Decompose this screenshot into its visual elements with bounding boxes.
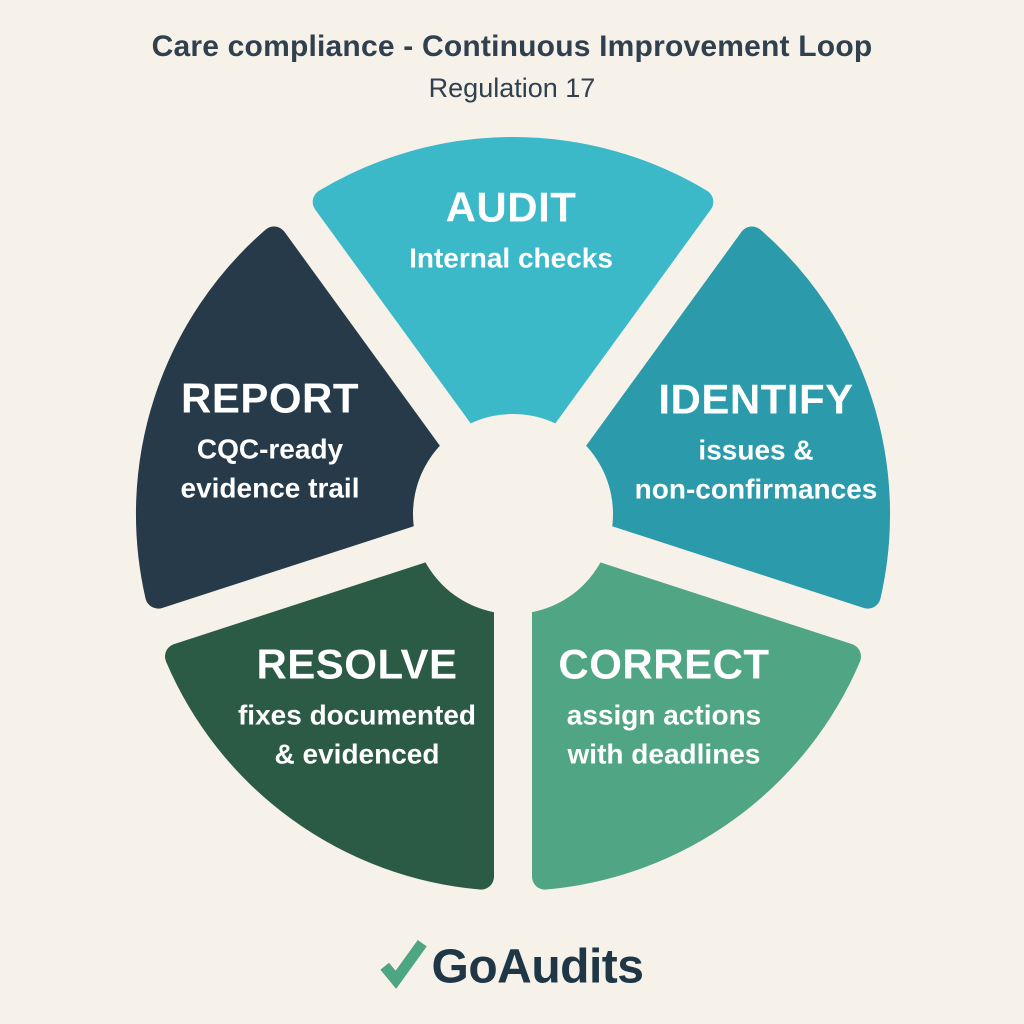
segment-audit-label: AUDIT: [445, 183, 577, 231]
segment-correct-subline-1: assign actions: [566, 699, 762, 731]
segment-resolve-text: RESOLVE fixes documented & evidenced: [238, 642, 476, 773]
segment-audit-text: AUDIT Internal checks: [409, 183, 613, 279]
segment-resolve-subline-1: fixes documented: [237, 699, 477, 731]
segment-audit-subline-1: Internal checks: [409, 242, 613, 274]
checkmark-stroke: [380, 939, 427, 989]
segment-report-subline-2: evidence trail: [180, 472, 360, 504]
segment-resolve-subline-2: & evidenced: [274, 738, 440, 770]
segment-report-shape: [135, 226, 471, 609]
segment-resolve-label: RESOLVE: [256, 640, 458, 688]
segment-report-text: REPORT CQC-ready evidence trail: [181, 376, 360, 507]
segment-correct-shape: [532, 546, 861, 890]
wheel-center-hole: [413, 414, 613, 614]
segment-report-subline-1: CQC-ready: [196, 433, 344, 465]
segment-audit-shape: [312, 137, 714, 468]
page-title: Care compliance - Continuous Improvement…: [151, 30, 873, 63]
segment-identify-text: IDENTIFY issues & non-confirmances: [635, 377, 878, 508]
segment-report-label: REPORT: [180, 374, 360, 422]
segment-resolve-shape: [165, 546, 494, 890]
segment-identify-label: IDENTIFY: [658, 375, 854, 423]
header: Care compliance - Continuous Improvement…: [0, 30, 1024, 104]
segment-correct-text: CORRECT assign actions with deadlines: [558, 642, 769, 773]
segment-correct-subline-2: with deadlines: [567, 738, 761, 770]
goaudits-logo: GoAudits: [380, 939, 644, 995]
segment-identify-subline-2: non-confirmances: [634, 473, 878, 505]
logo-text: GoAudits: [431, 940, 644, 994]
page-subtitle: Regulation 17: [428, 73, 596, 103]
checkmark-icon: [380, 939, 427, 989]
segment-identify-shape: [555, 226, 891, 609]
segment-correct-label: CORRECT: [558, 640, 770, 688]
segment-identify-subline-1: issues &: [698, 434, 814, 466]
